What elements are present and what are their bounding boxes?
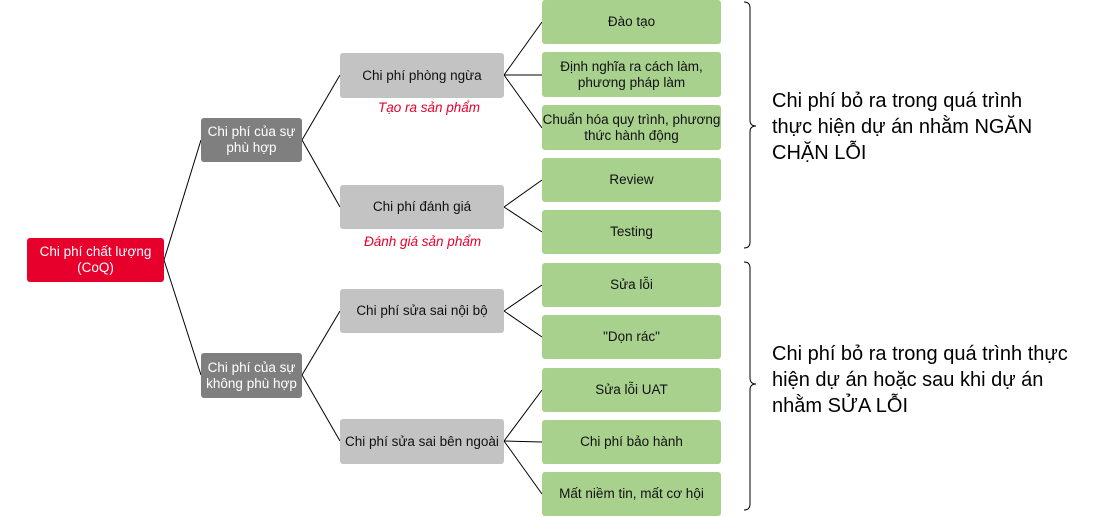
note-appraisal: Đánh giá sản phẩm <box>364 234 482 249</box>
node-internal-failure: Chi phí sửa sai nội bộ <box>340 289 504 333</box>
root-node: Chi phí chất lượng (CoQ) <box>27 238 164 282</box>
summary-prevention: Chi phí bỏ ra trong quá trình thực hiện … <box>772 90 1033 164</box>
leaf-fix-uat: Sửa lỗi UAT <box>542 368 721 412</box>
connector-appraisal-leaf-1 <box>503 206 543 233</box>
connector-external-leaf-0 <box>503 389 543 442</box>
node-external-failure: Chi phí sửa sai bên ngoài <box>340 419 504 464</box>
connector-root-branch-0 <box>163 139 202 261</box>
leaf-lost-trust: Mất niềm tin, mất cơ hội <box>542 472 721 516</box>
connector-root-branch-1 <box>163 259 202 376</box>
leaf-training: Đào tạo <box>542 0 721 44</box>
connector-appraisal-leaf-0 <box>503 179 543 208</box>
leaf-fix-bug: Sửa lỗi <box>542 263 721 307</box>
node-prevention: Chi phí phòng ngừa <box>340 53 504 98</box>
node-appraisal: Chi phí đánh giá <box>340 185 504 229</box>
leaf-testing: Testing <box>542 210 721 254</box>
connector-prevention-leaf-2 <box>503 74 543 129</box>
leaf-cleanup: "Dọn rác" <box>542 315 721 359</box>
connector-branch-1-child-0 <box>301 310 341 376</box>
connector-branch-0-child-0 <box>301 74 341 141</box>
connector-branch-1-child-1 <box>301 374 341 442</box>
brace-bottom <box>743 261 757 511</box>
note-prevention: Tạo ra sản phẩm <box>378 100 481 115</box>
branch-nonconformance: Chi phí của sự không phù hợp <box>201 353 302 398</box>
connector-prevention-leaf-0 <box>503 21 543 76</box>
brace-top <box>743 1 757 249</box>
connector-internal-leaf-1 <box>503 310 543 338</box>
connector-internal-leaf-0 <box>503 284 543 312</box>
connector-branch-0-child-1 <box>301 139 341 208</box>
leaf-define-method: Định nghĩa ra cách làm, phương pháp làm <box>542 52 721 97</box>
connector-external-leaf-1 <box>503 440 543 443</box>
leaf-standardize-process: Chuẩn hóa quy trình, phương thức hành độ… <box>542 105 721 150</box>
branch-conformance: Chi phí của sự phù hợp <box>201 118 302 162</box>
leaf-warranty: Chi phí bảo hành <box>542 420 721 464</box>
summary-failure: Chi phí bỏ ra trong quá trình thực hiện … <box>772 343 1068 417</box>
connector-external-leaf-2 <box>503 440 543 495</box>
leaf-review: Review <box>542 158 721 202</box>
